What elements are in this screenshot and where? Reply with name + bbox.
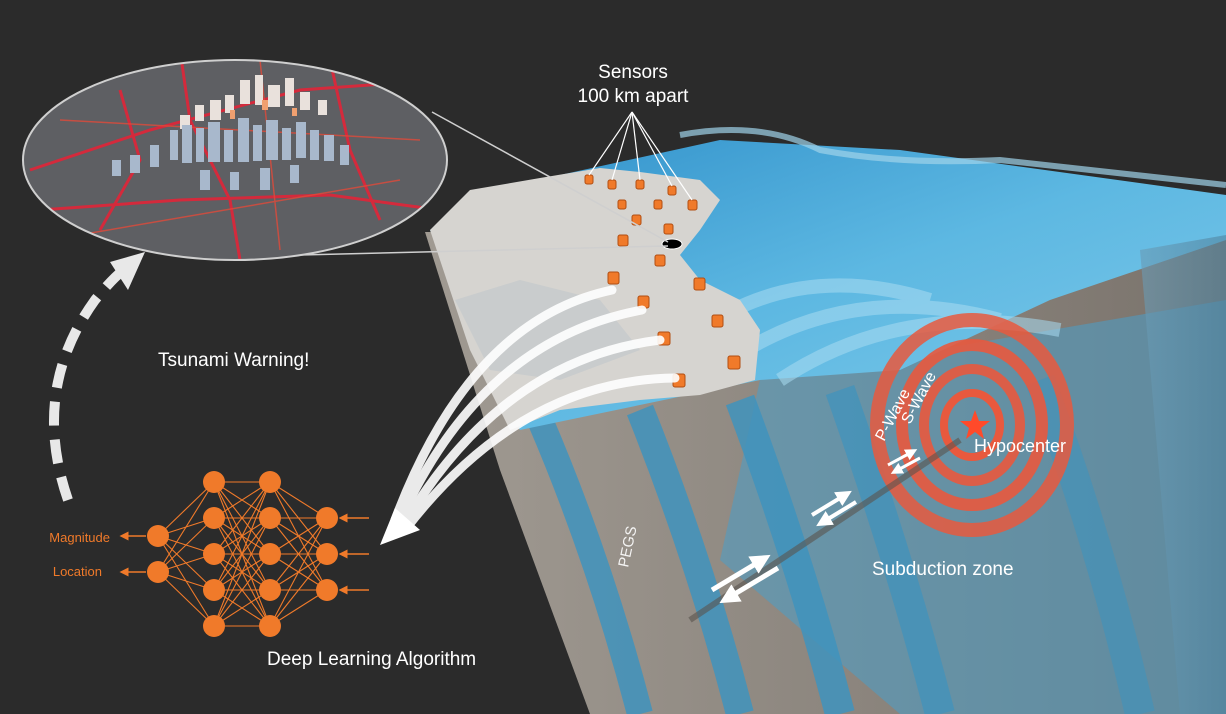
network-connection	[213, 481, 271, 519]
network-connection	[157, 517, 215, 573]
network-node	[316, 579, 338, 601]
hypocenter-label: Hypocenter	[974, 436, 1066, 456]
network-node	[147, 525, 169, 547]
network-connection	[269, 517, 328, 591]
hypocenter-star-icon	[960, 410, 990, 439]
network-node	[203, 579, 225, 601]
hypocenter-waves	[870, 313, 1074, 537]
network-node	[316, 507, 338, 529]
network-connection	[269, 517, 328, 555]
network-connection	[213, 481, 271, 591]
tsunami-warning-arrowhead	[110, 252, 145, 290]
location-label: Location	[53, 564, 102, 579]
network-node	[316, 543, 338, 565]
earth-block	[425, 127, 1226, 714]
network-node	[203, 471, 225, 493]
network-connection	[213, 481, 271, 627]
network-connection	[269, 553, 328, 627]
sensor-pointer-lines	[588, 111, 693, 201]
network-node	[259, 507, 281, 529]
network-connection	[213, 589, 271, 627]
network-connection	[269, 481, 328, 519]
network-node	[259, 579, 281, 601]
network-node	[203, 507, 225, 529]
data-flow-arrows	[390, 285, 680, 535]
sensors-label-line1: Sensors	[598, 62, 668, 83]
network-connection	[213, 481, 271, 555]
network-node	[147, 561, 169, 583]
network-connection	[269, 517, 328, 627]
network-node	[203, 543, 225, 565]
tsunami-warning-label: Tsunami Warning!	[158, 350, 309, 371]
network-connection	[269, 589, 328, 627]
zoom-line-bottom	[299, 245, 669, 256]
magnitude-label: Magnitude	[49, 530, 110, 545]
network-node	[259, 543, 281, 565]
subduction-zone-label: Subduction zone	[872, 559, 1014, 580]
deep-learning-label: Deep Learning Algorithm	[267, 649, 476, 670]
zoom-line-top	[431, 111, 669, 243]
ocean-side-face	[1140, 235, 1226, 714]
network-node	[259, 471, 281, 493]
pegs-wave-bands	[528, 374, 1155, 714]
tsunami-warning-dashed-arrow	[49, 260, 133, 502]
deep-learning-network	[119, 471, 369, 637]
network-connection	[213, 553, 271, 627]
network-connection	[157, 481, 215, 537]
network-connection	[157, 571, 215, 627]
data-flow-arrowhead	[380, 508, 420, 545]
network-node	[259, 615, 281, 637]
city-zoom-inset	[22, 59, 448, 261]
network-node	[203, 615, 225, 637]
fault-motion-arrows	[710, 449, 921, 604]
network-connection	[157, 481, 215, 573]
network-connection	[213, 517, 271, 627]
sensors-label-line2: 100 km apart	[578, 86, 690, 107]
